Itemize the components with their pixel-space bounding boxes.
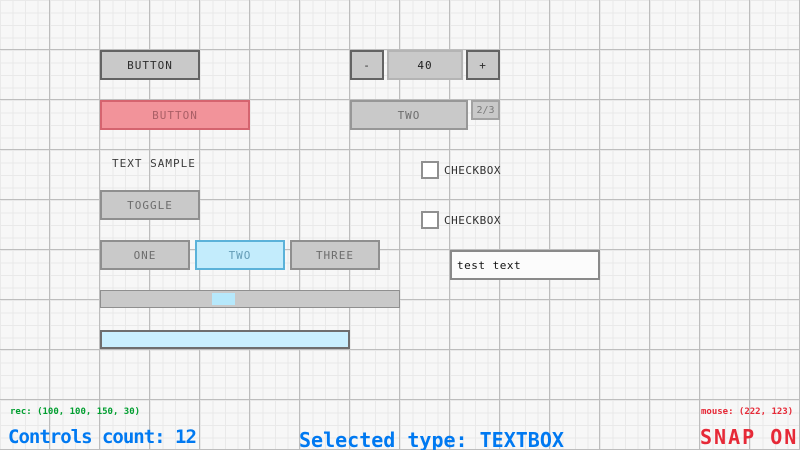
spinner-increment-button[interactable]: + xyxy=(466,50,500,80)
mouse-position-readout: mouse: (222, 123) xyxy=(701,407,794,417)
selected-rect-readout: rec: (100, 100, 150, 30) xyxy=(10,407,141,417)
combobox-control[interactable]: TWO xyxy=(350,100,468,130)
spinner-value[interactable]: 40 xyxy=(387,50,463,80)
button-control-hovered[interactable]: BUTTON xyxy=(100,100,250,130)
selected-type-readout: Selected type: TEXTBOX xyxy=(299,428,564,450)
slider-control[interactable] xyxy=(100,290,400,308)
checkbox-control[interactable] xyxy=(421,161,439,179)
toggle-group-option-three[interactable]: THREE xyxy=(290,240,380,270)
toggle-group-option-one[interactable]: ONE xyxy=(100,240,190,270)
toggle-group-option-two-active[interactable]: TWO xyxy=(195,240,285,270)
spinner-decrement-button[interactable]: - xyxy=(350,50,384,80)
checkbox-label: CHECKBOX xyxy=(444,163,501,177)
slider-handle[interactable] xyxy=(212,293,235,305)
button-control[interactable]: BUTTON xyxy=(100,50,200,80)
checkbox-control[interactable] xyxy=(421,211,439,229)
text-sample-label: TEXT SAMPLE xyxy=(112,156,196,170)
toggle-control[interactable]: TOGGLE xyxy=(100,190,200,220)
combobox-counter[interactable]: 2/3 xyxy=(471,100,500,120)
checkbox-label: CHECKBOX xyxy=(444,213,501,227)
controls-count-readout: Controls count: 12 xyxy=(8,426,197,448)
snap-mode-indicator: SNAP ON xyxy=(700,425,799,449)
progress-bar-control[interactable] xyxy=(100,330,350,349)
textbox-control[interactable] xyxy=(450,250,600,280)
